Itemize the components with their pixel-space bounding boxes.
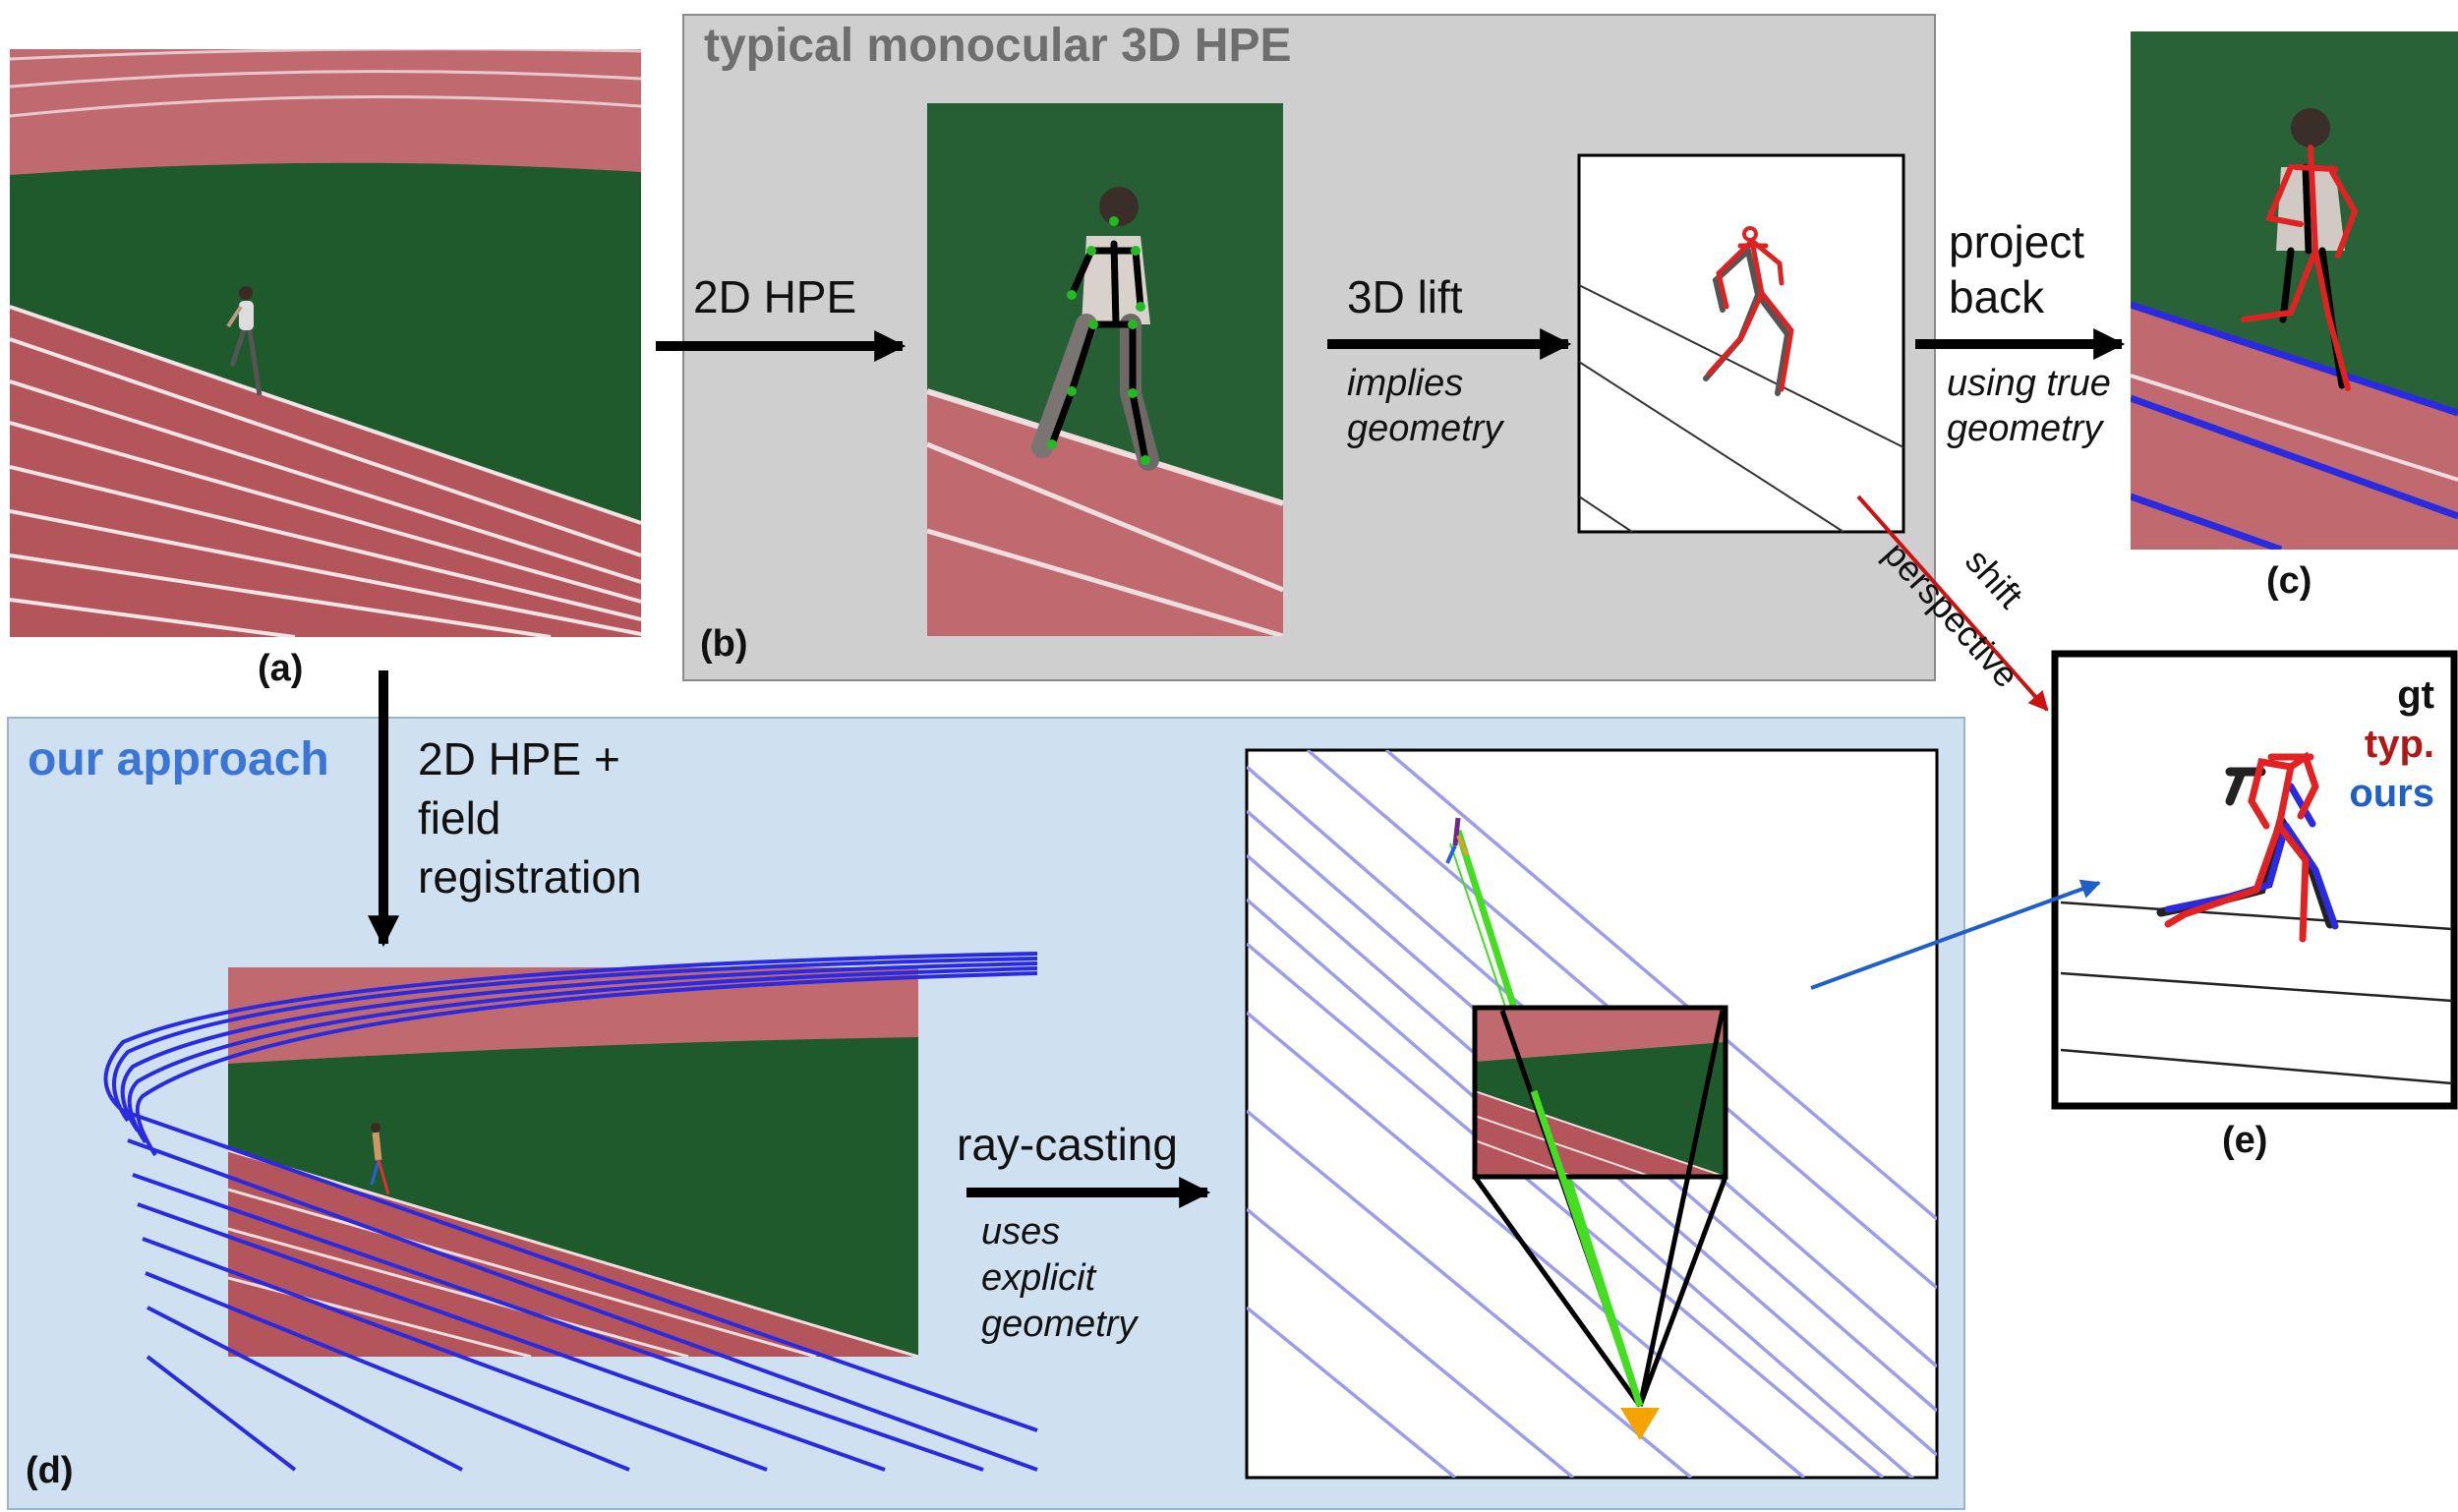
note-true-geometry: geometry [1947,408,2104,449]
caption-e: (e) [2222,1120,2267,1161]
typical-hpe-header: typical monocular 3D HPE [704,20,1292,72]
legend-ours: ours [2349,772,2434,815]
arrow-shift-perspective [1856,494,2049,712]
runner-small [226,286,263,396]
label-project: project [1949,216,2084,267]
pose-comparison-e: gt typ. ours [2051,650,2458,1110]
label-field: field [418,792,500,843]
note-implies: implies [1347,363,1463,404]
lifted-3d-pose-plot [1577,153,1905,534]
caption-b: (b) [700,623,748,665]
our-approach-header: our approach [28,733,329,785]
input-image-a [10,49,641,637]
caption-c: (c) [2266,560,2312,602]
registered-field-image [103,952,1038,1472]
note-explicit: explicit [981,1257,1097,1299]
caption-d: (d) [26,1450,74,1491]
label-2d-hpe: 2D HPE [693,271,856,322]
caption-a: (a) [258,648,303,689]
label-back: back [1949,271,2045,322]
cropped-runner-image [927,103,1283,636]
note-using-true: using true [1947,363,2111,404]
note-explicit-geometry: geometry [981,1304,1139,1345]
label-registration: registration [418,851,642,902]
label-ray-casting: ray-casting [957,1119,1178,1170]
ray-casting-view [1245,748,1939,1480]
note-uses: uses [981,1211,1060,1252]
label-3d-lift: 3D lift [1347,271,1463,322]
label-2dhpe-plus: 2D HPE + [418,733,620,785]
projected-back-image-c [2131,31,2458,550]
arrow-to-comparison [1810,879,2101,990]
legend-typ: typ. [2365,723,2434,766]
camera-icon [1620,1408,1660,1440]
note-geometry: geometry [1347,408,1504,449]
legend-gt: gt [2397,673,2434,717]
